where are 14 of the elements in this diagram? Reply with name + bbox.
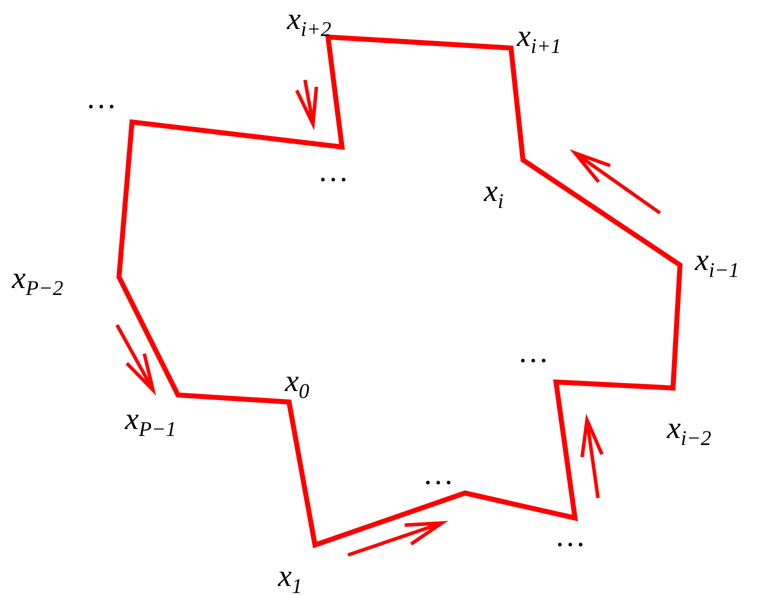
vertex-label: x$_{i+2}$ — [287, 3, 332, 40]
vertex-label: x$_{i−2}$ — [667, 412, 712, 449]
vertex-label: x$_{1}$ — [278, 560, 302, 595]
vertex-label: x$_{P−2}$ — [12, 262, 64, 299]
vertex-label: … — [557, 520, 585, 551]
vertex-label: … — [425, 458, 453, 489]
vertex-label: … — [88, 82, 116, 113]
vertex-label: x$_{i}$ — [484, 175, 504, 212]
vertex-label: x$_{i+1}$ — [517, 20, 562, 57]
vertex-label: x$_{i−1}$ — [695, 244, 740, 281]
vertex-label: … — [320, 155, 348, 186]
vertex-label: x$_{P−1}$ — [125, 403, 176, 440]
vertex-label: x$_{0}$ — [285, 365, 310, 402]
vertex-label: … — [520, 336, 548, 367]
